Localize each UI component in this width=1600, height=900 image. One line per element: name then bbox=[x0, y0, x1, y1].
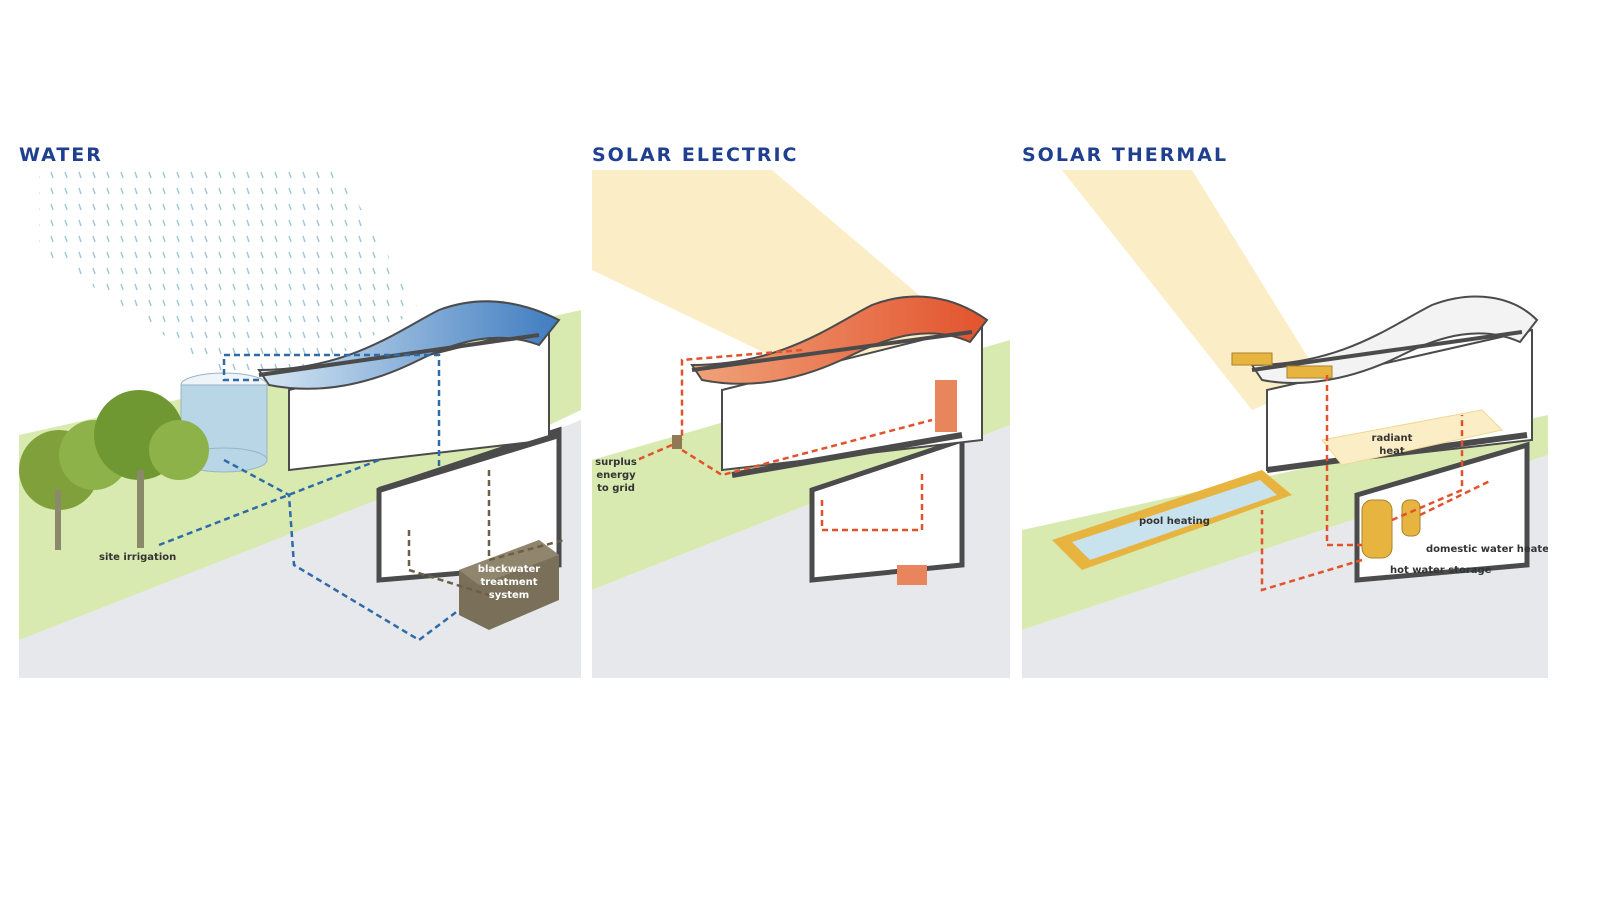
roof bbox=[257, 300, 561, 390]
domestic-water-heater-label: domestic water heater bbox=[1426, 544, 1548, 555]
sun-beam bbox=[1062, 170, 1322, 410]
water-panel: site irrigation blackwater treatment sys… bbox=[19, 170, 581, 678]
pool-heating-label: pool heating bbox=[1139, 516, 1210, 527]
washer bbox=[897, 565, 927, 585]
site-irrigation-label: site irrigation bbox=[99, 552, 176, 563]
radiant-floor bbox=[1321, 409, 1504, 466]
water-path-supply bbox=[223, 458, 460, 642]
thermal-path-house bbox=[1391, 415, 1493, 522]
solar-thermal-diagram: radiant heat pool heating domestic water… bbox=[1022, 170, 1548, 678]
domestic-water-heater bbox=[1401, 499, 1421, 537]
electric-path-roof bbox=[680, 348, 803, 440]
house-upper bbox=[721, 323, 983, 472]
water-path-roof bbox=[222, 353, 441, 470]
house-lower bbox=[1354, 441, 1530, 583]
blackwater-label-2: treatment bbox=[480, 577, 537, 588]
blackwater-label-1: blackwater bbox=[478, 564, 540, 575]
surplus-label-1: surplus bbox=[595, 457, 637, 468]
grass bbox=[1022, 415, 1548, 630]
hot-water-storage-tank bbox=[1361, 499, 1393, 559]
solar-electric-diagram: surplus energy to grid bbox=[592, 170, 1010, 678]
trees bbox=[19, 390, 209, 550]
greywater-path bbox=[407, 470, 565, 597]
blackwater-label-3: system bbox=[489, 590, 529, 601]
surplus-label-2: energy bbox=[596, 470, 636, 481]
fridge bbox=[935, 380, 957, 432]
radiant-label-2: heat bbox=[1379, 446, 1405, 457]
solar-thermal-panel: radiant heat pool heating domestic water… bbox=[1022, 170, 1548, 678]
water-title: WATER bbox=[19, 144, 103, 166]
solar-collector-1 bbox=[1231, 352, 1273, 366]
solar-thermal-title: SOLAR THERMAL bbox=[1022, 144, 1229, 166]
water-diagram: site irrigation blackwater treatment sys… bbox=[19, 170, 581, 678]
electric-path-house bbox=[681, 418, 933, 532]
hot-water-storage-label: hot water storage bbox=[1390, 565, 1492, 576]
thermal-path-pool bbox=[1260, 510, 1363, 592]
solar-electric-panel: surplus energy to grid bbox=[592, 170, 1010, 678]
rain bbox=[39, 170, 419, 400]
solar-collector-2 bbox=[1286, 365, 1333, 379]
electric-path-grid bbox=[636, 443, 673, 462]
thermal-path-collector bbox=[1325, 375, 1362, 547]
solar-electric-title: SOLAR ELECTRIC bbox=[592, 144, 799, 166]
surplus-label-3: to grid bbox=[597, 483, 635, 494]
house-lower bbox=[809, 436, 965, 583]
meter bbox=[672, 435, 682, 449]
radiant-label-1: radiant bbox=[1372, 433, 1413, 444]
